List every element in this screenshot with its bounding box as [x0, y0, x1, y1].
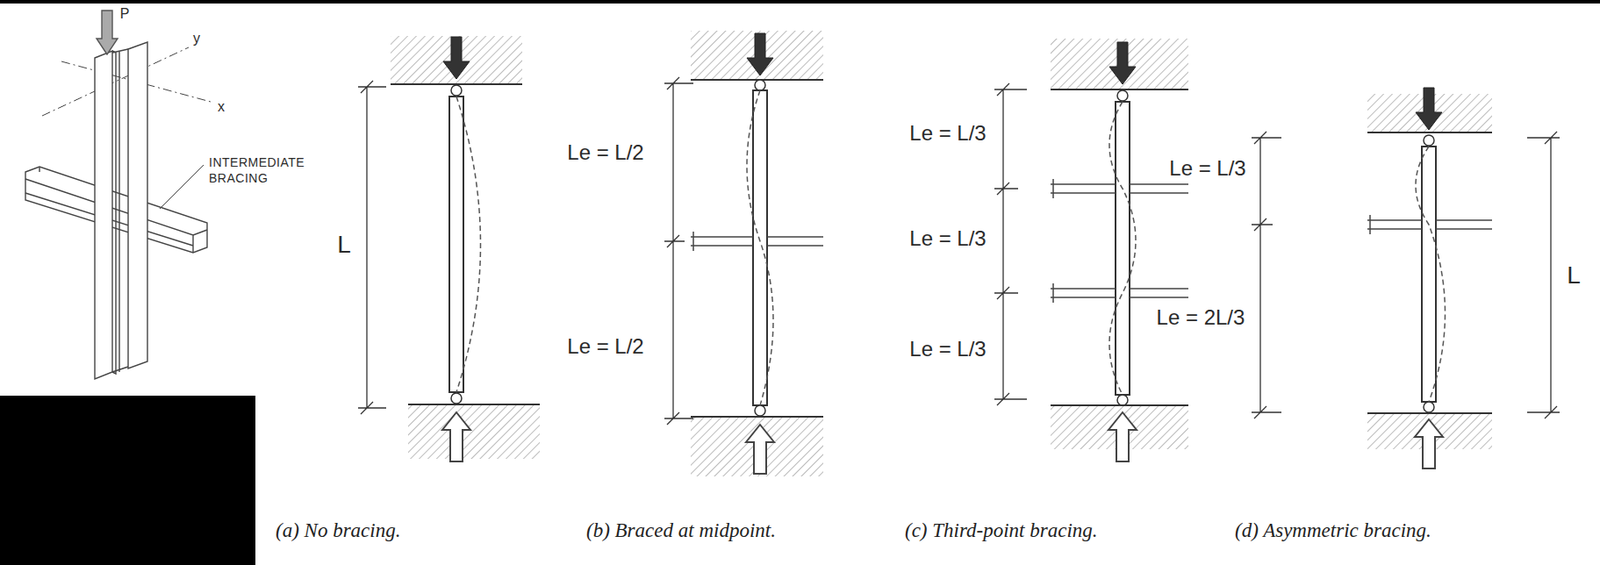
axis-label: x: [217, 99, 225, 115]
dimension-label: Le = L/2: [566, 140, 644, 166]
dimension-label: Le = L/3: [1169, 156, 1246, 181]
figure-caption: (a) No bracing.: [275, 519, 401, 543]
column-third-point-bracing: [994, 38, 1189, 462]
dimension-label: L: [337, 230, 352, 259]
callout-text: INTERMEDIATE BRACING: [208, 154, 323, 187]
column-midpoint-bracing: [664, 30, 824, 477]
black-panel: [0, 395, 256, 565]
dimension-label: Le = L/3: [909, 337, 986, 362]
column-no-bracing: [358, 35, 540, 462]
figure-caption: (c) Third-point bracing.: [904, 519, 1098, 543]
frame-strip: [0, 0, 1600, 4]
isometric-sketch: [25, 10, 211, 380]
load-label: P: [120, 6, 130, 22]
column-asymmetric-bracing: [1251, 87, 1560, 469]
dimension-label: Le = L/3: [909, 121, 986, 146]
dimension-label: L: [1566, 261, 1581, 290]
figure-caption: (b) Braced at midpoint.: [586, 519, 776, 543]
axis-label: y: [193, 30, 201, 47]
dimension-label: Le = 2L/3: [1156, 305, 1246, 331]
figure-caption: (d) Asymmetric bracing.: [1234, 519, 1432, 543]
dimension-label: Le = L/3: [909, 226, 986, 252]
dimension-label: Le = L/2: [566, 334, 644, 359]
